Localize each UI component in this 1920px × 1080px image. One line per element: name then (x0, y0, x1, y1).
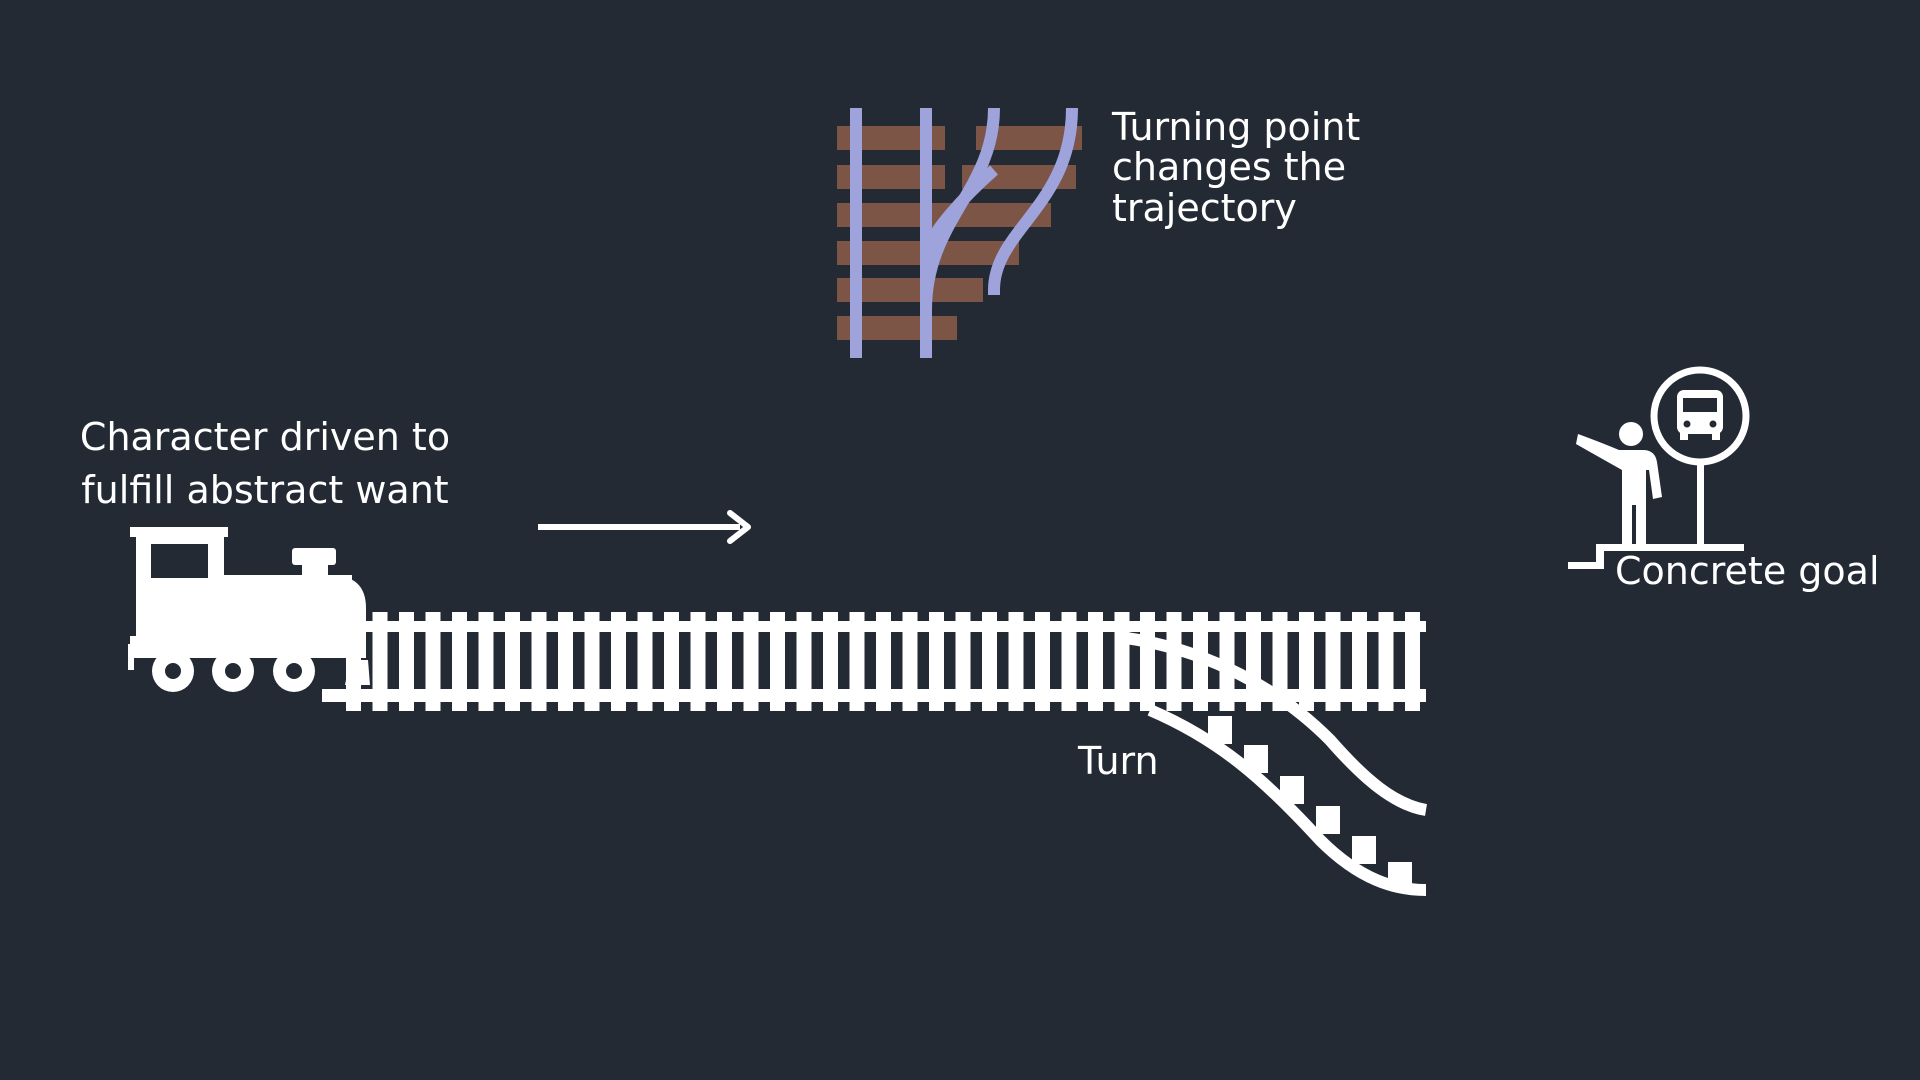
track-tie (796, 612, 812, 711)
track-tie (1035, 612, 1050, 711)
track-tie (929, 612, 944, 711)
turn-label: Turn (1078, 739, 1159, 783)
goal-label: Concrete goal (1615, 549, 1880, 593)
track-tie (505, 612, 520, 711)
track-tie (1166, 612, 1182, 711)
track-branch (1125, 632, 1428, 896)
track-tie (849, 612, 865, 711)
track-tie (399, 612, 414, 711)
branch-tie (1316, 806, 1340, 834)
railroad-track-icon (322, 612, 1428, 896)
track-ties (346, 612, 1420, 711)
track-tie (452, 612, 467, 711)
track-tie (823, 612, 838, 711)
track-tie (955, 612, 971, 711)
track-tie (531, 612, 547, 711)
track-tie (902, 612, 918, 711)
branch-tie (1352, 836, 1376, 864)
steam-locomotive-icon (128, 527, 370, 692)
track-tie (770, 612, 785, 711)
right-arrow-icon (538, 510, 751, 544)
track-tie (690, 612, 706, 711)
start-label: Character driven to fulfill abstract wan… (79, 415, 451, 513)
person-at-bus-stop-icon (1568, 366, 1750, 569)
track-tie (664, 612, 679, 711)
track-tie (1114, 612, 1130, 711)
track-tie (611, 612, 626, 711)
track-tie (558, 612, 573, 711)
track-tie (478, 612, 494, 711)
track-tie (1088, 612, 1103, 711)
track-tie (1352, 612, 1367, 711)
track-top-rail (352, 621, 1426, 632)
track-tie (1008, 612, 1024, 711)
railroad-switch-icon (837, 107, 1082, 358)
track-tie (1299, 612, 1314, 711)
track-tie (425, 612, 441, 711)
track-tie (876, 612, 891, 711)
track-tie (584, 612, 600, 711)
track-tie (743, 612, 759, 711)
track-tie (717, 612, 732, 711)
track-tie (637, 612, 653, 711)
track-tie (1405, 612, 1420, 711)
switch-rails (850, 107, 1078, 358)
track-tie (1378, 612, 1394, 711)
track-tie (372, 612, 388, 711)
track-tie (1272, 612, 1288, 711)
turning-point-label: Turning point changes the trajectory (1112, 105, 1361, 230)
track-tie (1325, 612, 1341, 711)
track-bottom-rail (322, 689, 1426, 702)
track-tie (982, 612, 997, 711)
track-tie (1061, 612, 1077, 711)
